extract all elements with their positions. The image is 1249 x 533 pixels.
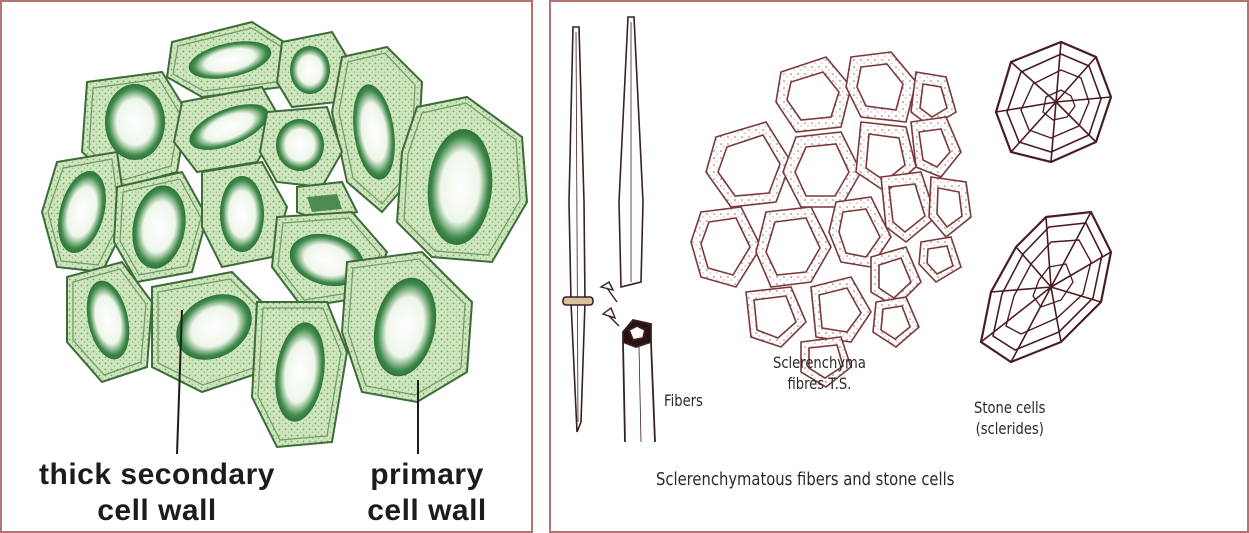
diagram-caption: Sclerenchymatous fibers and stone cells xyxy=(656,469,954,490)
left-diagram-panel: thick secondary cell wall primary cell w… xyxy=(0,0,533,533)
label-line: (sclerides) xyxy=(974,418,1045,439)
label-line: cell wall xyxy=(347,493,507,529)
stone-cell-bottom xyxy=(981,212,1111,362)
cell-cluster-illustration xyxy=(2,2,533,533)
label-thick-secondary-cell-wall: thick secondary cell wall xyxy=(12,457,302,529)
right-diagram-panel: Fibers Sclerenchyma fibres T.S. Stone ce… xyxy=(549,0,1249,533)
label-line: thick secondary xyxy=(12,457,302,493)
label-line: primary xyxy=(347,457,507,493)
cell xyxy=(397,97,527,262)
sclerenchyma-honeycomb xyxy=(691,52,971,387)
label-line: Sclerenchyma xyxy=(773,352,866,373)
sclerenchyma-illustration xyxy=(551,2,1249,533)
cell xyxy=(42,152,127,272)
label-fibers: Fibers xyxy=(664,390,703,411)
pit-markers xyxy=(601,282,619,326)
label-line: Stone cells xyxy=(974,397,1045,418)
fiber-broken-end xyxy=(623,320,655,442)
fiber-long-left xyxy=(563,27,593,432)
cell xyxy=(252,302,347,447)
label-stone-cells: Stone cells (sclerides) xyxy=(974,397,1045,439)
label-primary-cell-wall: primary cell wall xyxy=(347,457,507,529)
label-line: fibres T.S. xyxy=(773,373,866,394)
cell xyxy=(342,252,472,402)
cell xyxy=(167,22,292,97)
cell xyxy=(260,107,342,187)
label-line: cell wall xyxy=(12,493,302,529)
label-sclerenchyma-fibres-ts: Sclerenchyma fibres T.S. xyxy=(773,352,866,394)
cell xyxy=(114,172,207,282)
stone-cell-top xyxy=(996,42,1111,162)
fiber-long-middle xyxy=(619,17,643,287)
